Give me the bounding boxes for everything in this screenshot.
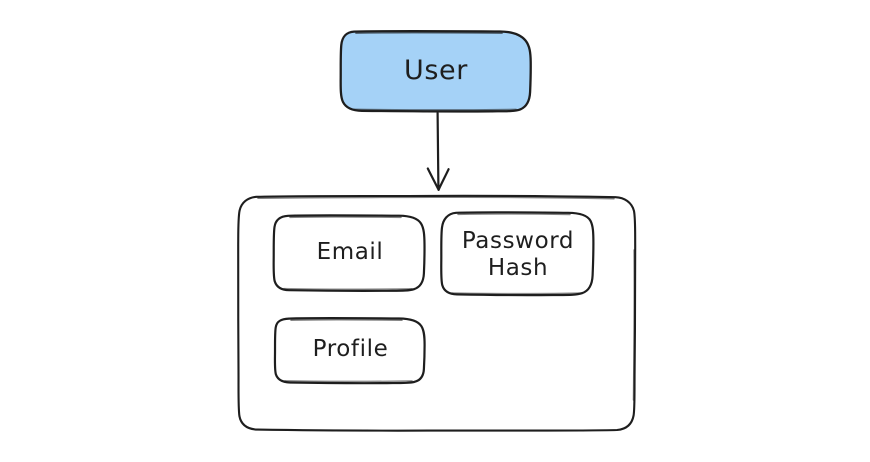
user-box-overstroke-2: [351, 108, 517, 111]
email-box-overstroke-2: [283, 287, 413, 290]
profile-box-outline: [273, 316, 426, 385]
edge-user-to-container[interactable]: [426, 111, 450, 191]
profile-box-overstroke-2: [284, 380, 413, 383]
arrow-shaft: [436, 111, 440, 189]
password-hash-box-overstroke: [457, 213, 571, 216]
node-password-hash[interactable]: [440, 211, 595, 297]
node-email[interactable]: [272, 214, 426, 292]
arrow-head-icon: [426, 167, 440, 191]
node-profile[interactable]: [273, 316, 426, 385]
user-box-fill: [339, 29, 532, 113]
container-outline-overstroke-2: [632, 249, 635, 401]
arrow-head-icon-right: [437, 168, 450, 191]
password-hash-box-outline: [440, 211, 595, 297]
password-hash-box-overstroke-2: [451, 292, 583, 295]
email-box-outline: [272, 214, 426, 292]
container-outline-overstroke: [257, 196, 615, 200]
node-user[interactable]: [339, 29, 532, 113]
